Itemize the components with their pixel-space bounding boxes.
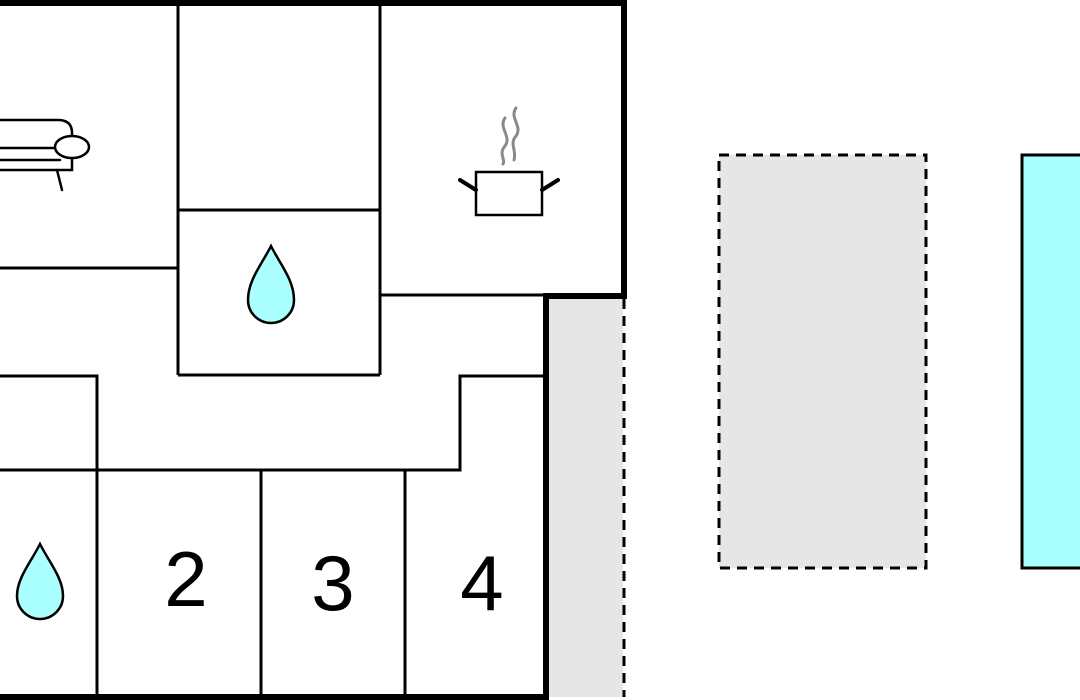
side-terrace — [549, 299, 623, 697]
outer-walls — [0, 0, 627, 700]
room-number-4: 4 — [460, 539, 503, 627]
room-number-2: 2 — [164, 535, 207, 623]
room-number-3: 3 — [311, 539, 354, 627]
interior-walls — [0, 3, 546, 697]
water-drop-icon — [246, 243, 296, 325]
water-drop-icon — [15, 541, 65, 621]
cooking-pot-icon — [458, 106, 560, 217]
terrace-area — [717, 153, 928, 570]
sofa-icon — [0, 118, 91, 192]
pool — [1020, 153, 1080, 570]
